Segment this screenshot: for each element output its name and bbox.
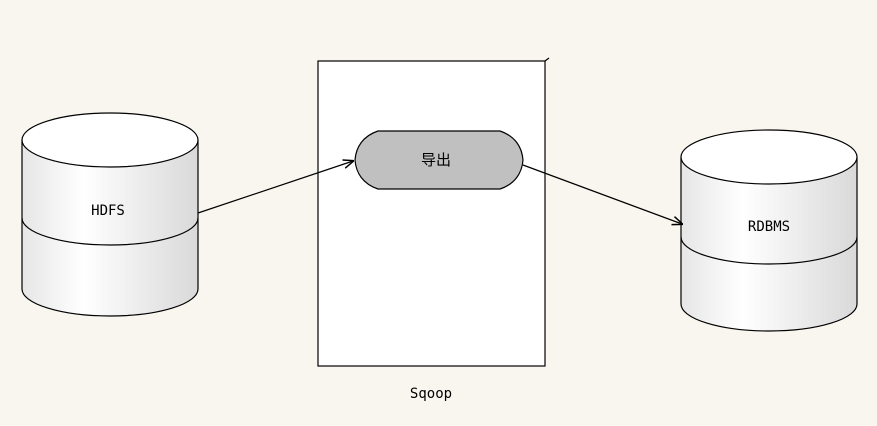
rdbms-cylinder: RDBMS — [680, 129, 858, 332]
rdbms-label: RDBMS — [748, 219, 790, 235]
sqoop-label: Sqoop — [410, 386, 452, 402]
hdfs-label: HDFS — [91, 203, 125, 219]
hdfs-cylinder: HDFS — [21, 112, 199, 317]
sqoop-box: Sqoop — [317, 57, 550, 402]
export-action-label: 导出 — [421, 151, 451, 169]
export-action-node: 导出 — [354, 130, 524, 190]
arrow-export-to-rdbms — [522, 164, 682, 224]
arrow-hdfs-to-export — [197, 161, 353, 214]
